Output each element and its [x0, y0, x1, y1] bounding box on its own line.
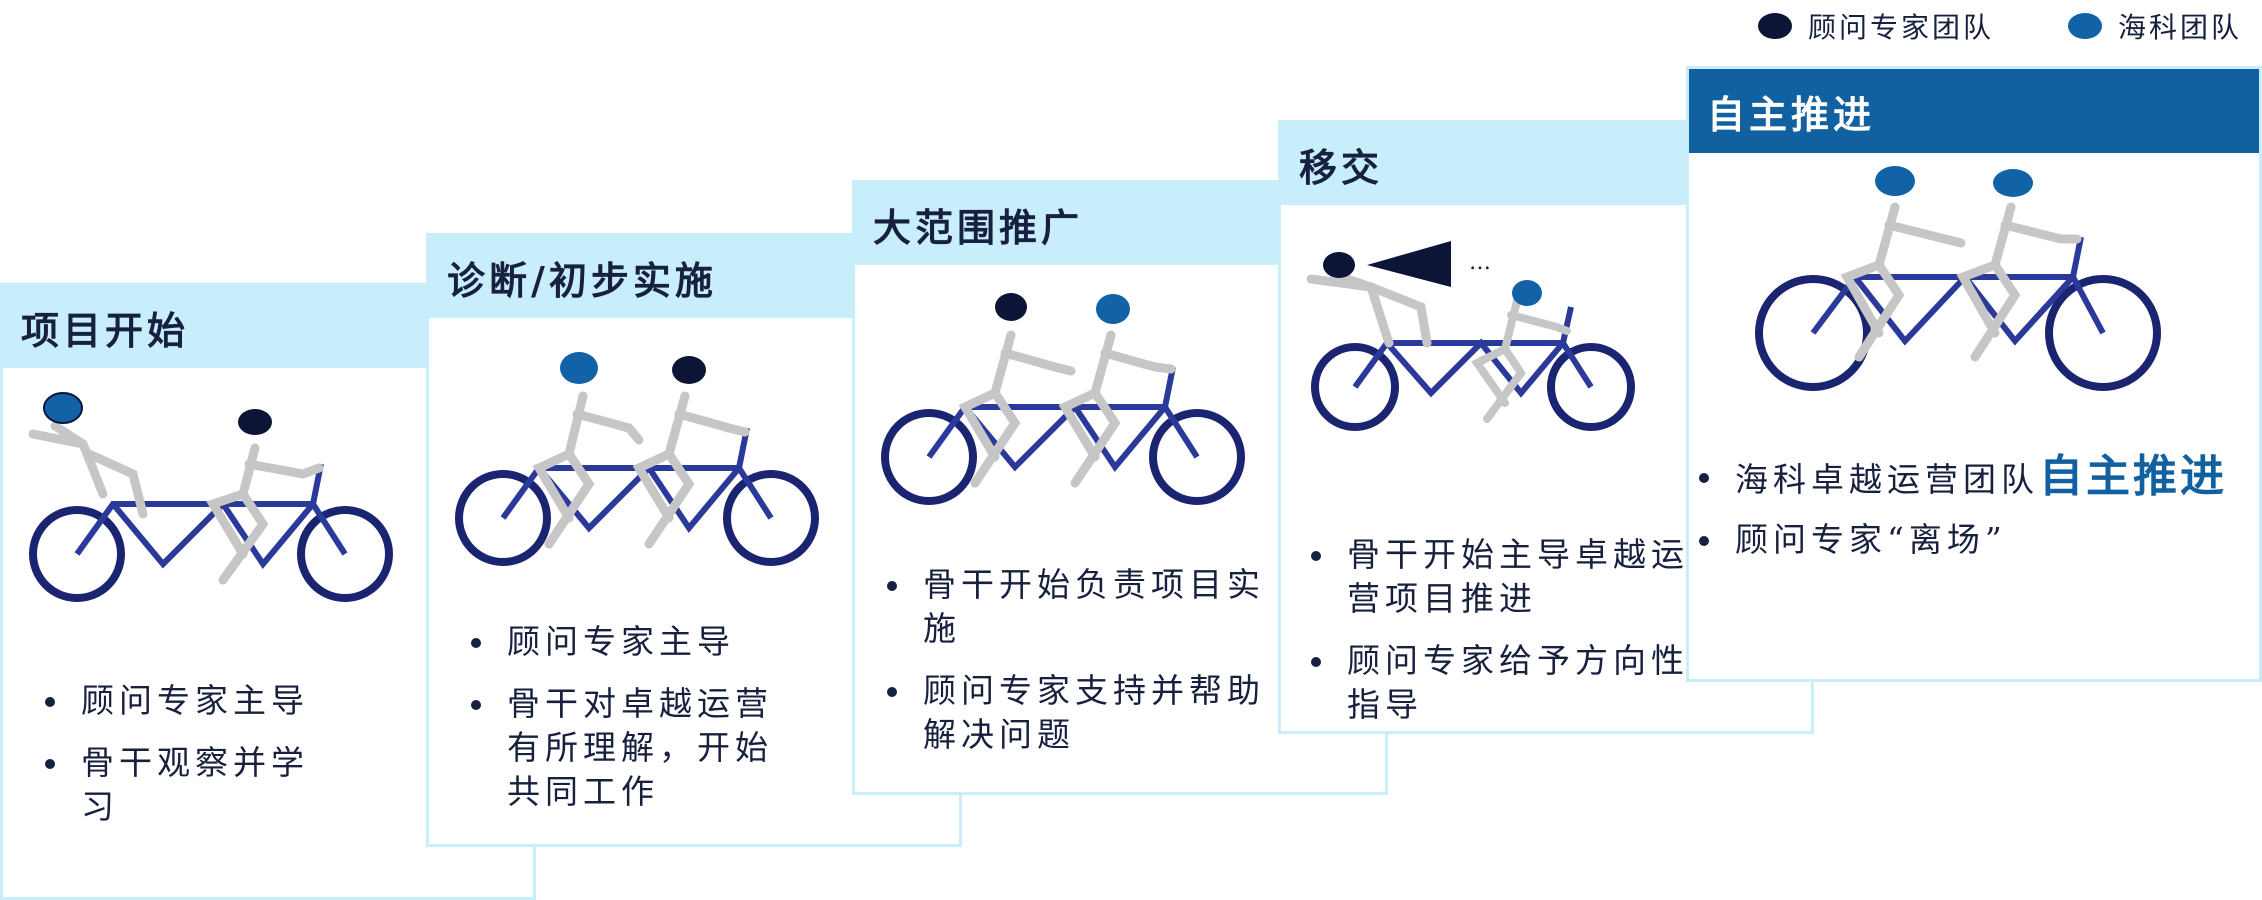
stage-2-bullet-2: 骨干对卓越运营有所理解，开始共同工作: [471, 682, 801, 814]
tandem-bicycle-3: [881, 293, 1245, 505]
bicycle-frame-icon: [455, 427, 819, 566]
rider-haike-icon: [1058, 294, 1176, 488]
rider-haike-icon: [1840, 166, 1966, 362]
stage-5-bullet-2: 顾问专家“离场”: [1699, 518, 2259, 562]
legend-haike-dot: [2068, 13, 2102, 39]
ellipsis-text: …: [1469, 250, 1491, 275]
legend-advisor: 顾问专家团队: [1758, 6, 1994, 46]
stage-1-bullet-2: 骨干观察并学习: [45, 741, 335, 829]
stage-1-bullet-1: 顾问专家主导: [45, 679, 335, 723]
stage-bullets-5: 海科卓越运营团队自主推进 顾问专家“离场”: [1699, 455, 2259, 580]
bicycle-frame-icon: [1755, 236, 2161, 391]
stage-5-bullet-1-emphasis: 自主推进: [2039, 451, 2227, 502]
bicycle-frame-icon: [1311, 306, 1635, 431]
stage-5-bullet-1-text: 海科卓越运营团队: [1735, 460, 2039, 499]
stage-3-bullet-2: 顾问专家支持并帮助解决问题: [887, 669, 1267, 757]
rider-haike-icon: [1471, 280, 1571, 423]
stage-title-5: 自主推进: [1689, 69, 2259, 153]
stage-4-bullet-2: 顾问专家给予方向性指导: [1311, 639, 1691, 727]
tandem-bicycle-2: [455, 352, 819, 566]
legend-haike: 海科团队: [2068, 6, 2242, 46]
legend-advisor-label: 顾问专家团队: [1808, 11, 1995, 44]
rider-advisor-icon: [632, 356, 750, 549]
stage-card-5: 自主推进 海科卓越运营团队自主推进 顾问专家“离场”: [1686, 66, 2262, 682]
stage-bullets-2: 顾问专家主导 骨干对卓越运营有所理解，开始共同工作: [471, 620, 801, 832]
legend-haike-label: 海科团队: [2118, 11, 2243, 44]
tandem-bicycle-5: [1755, 166, 2161, 391]
legend-advisor-dot: [1758, 13, 1792, 39]
stage-2-bullet-1: 顾问专家主导: [471, 620, 801, 664]
rider-advisor-icon: [958, 293, 1076, 488]
stage-5-bullet-1: 海科卓越运营团队自主推进: [1699, 455, 2259, 502]
stage-bullets-3: 骨干开始负责项目实施 顾问专家支持并帮助解决问题: [887, 563, 1267, 775]
bicycle-frame-icon: [29, 463, 393, 602]
megaphone-icon: [1367, 241, 1451, 287]
stage-3-bullet-1: 骨干开始负责项目实施: [887, 563, 1267, 651]
stage-bullets-1: 顾问专家主导 骨干观察并学习: [45, 679, 335, 847]
bicycle-frame-icon: [881, 366, 1245, 505]
stage-bullets-4: 骨干开始主导卓越运营项目推进 顾问专家给予方向性指导: [1311, 533, 1691, 745]
rider-haike-icon: [28, 392, 148, 519]
rider-advisor-icon: [1306, 252, 1432, 348]
rider-haike-icon: [532, 352, 644, 549]
rider-advisor-icon: [206, 409, 324, 585]
rider-haike-icon: [1956, 169, 2082, 362]
stage-4-bullet-1: 骨干开始主导卓越运营项目推进: [1311, 533, 1691, 621]
tandem-bicycle-4: …: [1306, 241, 1635, 431]
tandem-bicycle-1: [28, 392, 393, 602]
